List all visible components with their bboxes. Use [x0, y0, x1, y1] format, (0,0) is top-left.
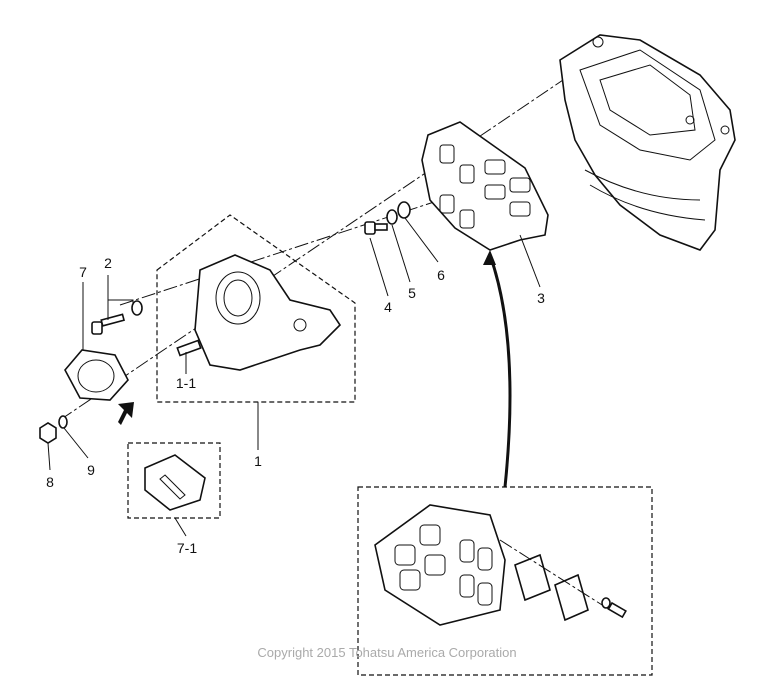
reed-washer	[601, 597, 611, 609]
reed-valve-detail-box	[357, 486, 653, 676]
gasket-3	[421, 121, 549, 251]
gasket-7	[64, 349, 129, 401]
bolt-2	[91, 313, 126, 335]
label-part-3: 3	[537, 290, 545, 306]
label-part-4: 4	[384, 299, 392, 315]
reed-petal	[514, 553, 551, 602]
direction-arrow-icon	[118, 402, 134, 425]
washer-6	[397, 201, 411, 219]
label-part-7-1: 7-1	[177, 540, 197, 556]
label-part-2: 2	[104, 255, 112, 271]
label-part-1: 1	[254, 453, 262, 469]
cover-plate-7-1	[144, 454, 206, 511]
assembly-axis-line	[59, 54, 601, 421]
plate-7-1-group-box	[127, 442, 221, 519]
nut-8	[39, 422, 57, 444]
exhaust-cover-1	[194, 254, 342, 371]
label-part-6: 6	[437, 267, 445, 283]
cylinder-block	[559, 34, 736, 251]
assembly-1-group-box	[156, 214, 356, 403]
washer-5	[386, 209, 398, 225]
copyright-text: Copyright 2015 Tohatsu America Corporati…	[257, 645, 516, 660]
reed-valve-assembly	[374, 504, 506, 626]
stud-1-1	[176, 339, 202, 357]
label-part-1-1: 1-1	[176, 375, 196, 391]
label-part-5: 5	[408, 285, 416, 301]
bolt-4	[364, 221, 388, 235]
label-part-8: 8	[46, 474, 54, 490]
washer-2	[131, 300, 143, 316]
label-part-7: 7	[79, 264, 87, 280]
reed-screw	[607, 601, 627, 619]
label-part-9: 9	[87, 462, 95, 478]
reed-stopper	[554, 573, 589, 622]
detail-leader-line	[488, 254, 512, 488]
washer-9	[58, 415, 68, 429]
